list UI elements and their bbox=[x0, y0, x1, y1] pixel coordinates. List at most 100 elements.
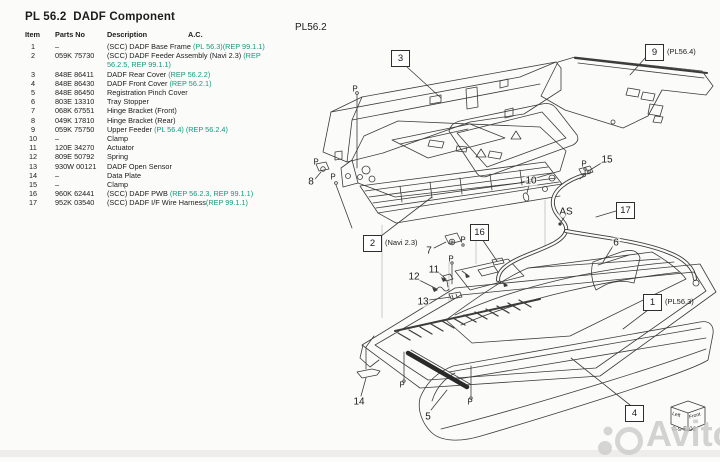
description-text: Data Plate bbox=[107, 170, 142, 180]
cross-reference-link[interactable]: (REP 56.2.1) bbox=[169, 78, 212, 88]
parts-number: – bbox=[55, 170, 60, 180]
base-frame-drawing bbox=[359, 251, 717, 389]
item-number: 15 bbox=[28, 180, 38, 190]
parts-number: 848E 86430 bbox=[55, 78, 95, 88]
parts-number: 068K 67551 bbox=[55, 106, 95, 116]
table-row: 5 848E 86450 Registration Pinch Cover bbox=[25, 88, 277, 97]
cross-reference-link[interactable]: (REP 56.2.5, REP 99.1.1) bbox=[107, 51, 261, 70]
parts-number: 809E 50792 bbox=[55, 152, 95, 162]
item-number: 2 bbox=[30, 51, 36, 61]
description-cell: Clamp bbox=[107, 180, 273, 189]
description-text: Hinge Bracket (Rear) bbox=[107, 115, 176, 125]
description-cell: Hinge Bracket (Rear) bbox=[107, 116, 273, 125]
diagram-title: PL56.2 bbox=[295, 22, 327, 33]
front-cover-drawing bbox=[418, 321, 714, 441]
description-text: Hinge Bracket (Front) bbox=[107, 106, 177, 116]
upper-feeder-drawing bbox=[540, 56, 714, 129]
description-cell: Spring bbox=[107, 152, 273, 161]
orientation-cube bbox=[670, 400, 706, 432]
parts-number: 803E 13310 bbox=[55, 97, 95, 107]
parts-number: – bbox=[55, 42, 60, 51]
description-text: (SCC) DADF Base Frame bbox=[107, 42, 193, 51]
item-number: 9 bbox=[30, 124, 36, 134]
data-plate-drawing bbox=[356, 335, 381, 379]
table-body: 1–(SCC) DADF Base Frame (PL 56.3)(REP 99… bbox=[25, 42, 277, 208]
platen-sheet-drawing bbox=[448, 103, 579, 178]
cross-reference-link[interactable]: (REP 56.2.4) bbox=[185, 124, 228, 134]
table-row: 12 809E 50792 Spring bbox=[25, 152, 277, 161]
item-number: 11 bbox=[29, 143, 37, 153]
parts-number: 049K 17810 bbox=[55, 115, 95, 125]
cross-reference-link[interactable]: (PL 56.3) bbox=[192, 42, 223, 51]
item-number: 8 bbox=[30, 115, 36, 125]
description-text: (SCC) DADF Feeder Assembly (Navi 2.3) bbox=[107, 51, 244, 61]
description-text: DADF Rear Cover bbox=[107, 69, 169, 79]
parts-number: 059K 75730 bbox=[55, 51, 95, 61]
parts-number: 960K 62441 bbox=[55, 189, 95, 199]
description-cell: Data Plate bbox=[107, 171, 273, 180]
parts-number: – bbox=[55, 134, 60, 144]
description-cell: Tray Stopper bbox=[107, 97, 273, 106]
item-number: 13 bbox=[28, 161, 38, 171]
item-number: 12 bbox=[28, 152, 38, 162]
column-header-description: Description bbox=[107, 30, 148, 39]
description-cell: DADF Front Cover (REP 56.2.1) bbox=[107, 79, 273, 88]
description-text: Upper Feeder bbox=[107, 124, 155, 134]
description-text: (SCC) DADF PWB bbox=[107, 189, 170, 199]
table-row: 16 960K 62441 (SCC) DADF PWB (REP 56.2.3, … bbox=[25, 189, 277, 198]
item-number: 17 bbox=[28, 198, 38, 208]
description-cell: (SCC) DADF PWB (REP 56.2.3, REP 99.1.1) bbox=[107, 189, 273, 198]
description-cell: (SCC) DADF I/F Wire Harness(REP 99.1.1) bbox=[107, 198, 273, 207]
description-text: Spring bbox=[107, 152, 129, 162]
photo-edge-band bbox=[0, 450, 720, 457]
column-header-item: Item bbox=[25, 30, 41, 39]
projection-lines bbox=[381, 199, 546, 319]
table-row: 2 059K 75730 (SCC) DADF Feeder Assembly (N… bbox=[25, 51, 277, 69]
table-row: 10 – Clamp bbox=[25, 134, 277, 143]
wire-harness-drawing bbox=[496, 165, 700, 287]
table-row: 11 120E 34270 Actuator bbox=[25, 143, 277, 152]
cross-reference-link[interactable]: (PL 56.4) bbox=[154, 124, 184, 134]
item-number: 6 bbox=[30, 97, 36, 107]
description-cell: Clamp bbox=[107, 134, 273, 143]
description-cell: Upper Feeder (PL 56.4) (REP 56.2.4) bbox=[107, 125, 273, 134]
parts-number: 930W 00121 bbox=[55, 161, 97, 171]
figure-code: 0-s-5-02 bbox=[672, 426, 697, 433]
item-number: 10 bbox=[28, 134, 38, 144]
item-number: 4 bbox=[30, 78, 36, 88]
table-row: 4 848E 86430 DADF Front Cover (REP 56.2.1) bbox=[25, 79, 277, 88]
leader-lines bbox=[314, 56, 649, 411]
feeder-assembly-drawing bbox=[315, 120, 567, 246]
description-cell: (SCC) DADF Base Frame (PL 56.3)(REP 99.1… bbox=[107, 42, 273, 51]
description-text: (SCC) DADF I/F Wire Harness bbox=[107, 198, 206, 208]
cross-reference-link[interactable]: (REP 56.2.2) bbox=[168, 69, 211, 79]
parts-number: 120E 34270 bbox=[55, 143, 95, 153]
table-header-row: Item Parts No Description A.C. bbox=[25, 30, 277, 40]
tray-stopper-drawing bbox=[591, 250, 641, 291]
item-number: 14 bbox=[28, 170, 38, 180]
cross-reference-link[interactable]: (REP 99.1.1) bbox=[205, 198, 248, 208]
description-text: Clamp bbox=[107, 134, 129, 144]
parts-number: 848E 86450 bbox=[55, 88, 95, 98]
item-number: 16 bbox=[28, 189, 38, 199]
description-text: Actuator bbox=[107, 143, 135, 153]
cross-reference-link[interactable]: (REP 56.2.3, REP 99.1.1) bbox=[169, 189, 254, 199]
table-row: 8 049K 17810 Hinge Bracket (Rear) bbox=[25, 116, 277, 125]
table-row: 15–Clamp bbox=[25, 180, 277, 189]
table-row: 1 – (SCC) DADF Base Frame (PL 56.3)(REP 99… bbox=[25, 42, 277, 51]
description-text: Tray Stopper bbox=[107, 97, 149, 107]
column-header-parts-no: Parts No bbox=[55, 30, 86, 39]
item-number: 7 bbox=[30, 106, 36, 116]
screws-drawing bbox=[334, 91, 587, 400]
description-cell: (SCC) DADF Feeder Assembly (Navi 2.3) (R… bbox=[107, 51, 273, 69]
item-number: 1 bbox=[30, 42, 36, 51]
parts-number: 952K 03540 bbox=[55, 198, 95, 208]
description-cell: DADF Rear Cover (REP 56.2.2) bbox=[107, 70, 273, 79]
cross-reference-link[interactable]: (REP 99.1.1) bbox=[222, 42, 265, 51]
description-text: Registration Pinch Cover bbox=[107, 88, 188, 98]
item-number: 5 bbox=[30, 88, 36, 98]
table-row: 6 803E 13310 Tray Stopper bbox=[25, 97, 277, 106]
